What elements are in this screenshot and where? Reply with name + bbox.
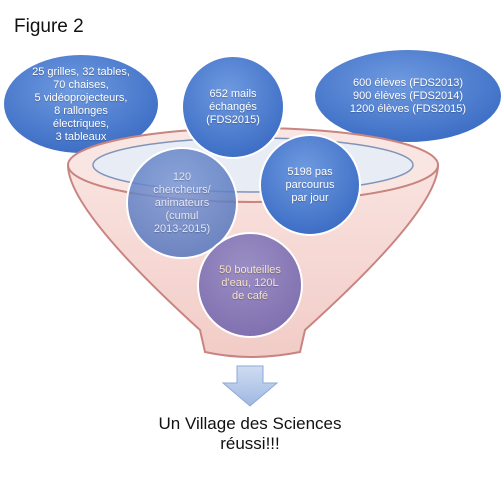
bubble-researchers-text: 120 chercheurs/ animateurs (cumul 2013-2… bbox=[153, 171, 211, 235]
bubble-mails bbox=[181, 55, 285, 159]
bubble-supplies-text: 50 bouteilles d'eau, 120L de café bbox=[219, 264, 281, 302]
bubble-material-text: 25 grilles, 32 tables, 70 chaises, 5 vid… bbox=[32, 66, 130, 143]
bubble-steps bbox=[259, 134, 361, 236]
bubble-supplies bbox=[197, 232, 303, 338]
bubble-steps-text: 5198 pas parcourus par jour bbox=[285, 166, 335, 204]
figure-label: Figure 2 bbox=[14, 16, 84, 37]
bubble-students bbox=[313, 48, 503, 144]
bubble-mails-text: 652 mails échangés (FDS2015) bbox=[206, 88, 260, 126]
conclusion-text: Un Village des Sciences réussi!!! bbox=[158, 414, 342, 453]
bubble-researchers bbox=[126, 147, 238, 259]
down-arrow-icon bbox=[221, 365, 279, 407]
bubble-students-text: 600 élèves (FDS2013) 900 élèves (FDS2014… bbox=[349, 77, 467, 115]
